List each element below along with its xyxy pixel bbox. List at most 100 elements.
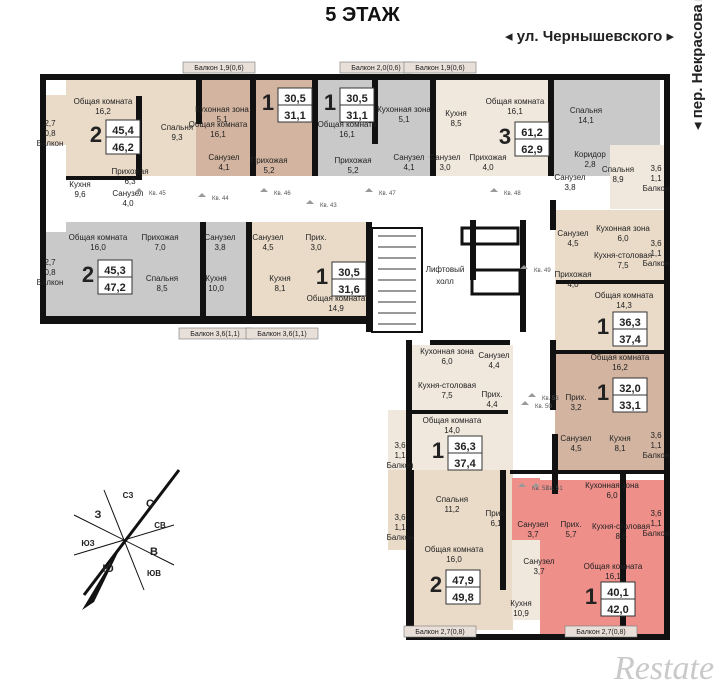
room-name: Кухня [269,274,290,283]
arrow-left-icon: ◂ [505,28,517,45]
flat-number: Кв. 51 [546,486,563,492]
room-name: Кухня [609,434,630,443]
room-name: Кухня [445,109,466,118]
room-area: 10,9 [513,609,529,618]
apartment-rooms: 3 [499,124,511,149]
balcony: Балкон 1,9(0,6) [182,61,256,74]
balcony-area: 2,7 [44,119,56,128]
wall [470,220,476,280]
flat-marker: Кв. 47 [365,188,396,197]
balcony-area: 3,6 [650,239,662,248]
wall [556,280,666,284]
balcony-frame [403,61,477,74]
room-name: Санузел [208,153,239,162]
apartment-rooms: 2 [82,262,94,287]
room: Прих.3,0 [306,233,327,252]
room-area: 8,9 [612,175,624,184]
flat-number: Кв. 48 [504,191,521,197]
balcony-label: Балкон 2,7(0,8) [576,629,626,636]
wall [620,470,626,640]
compass-label: Ю [102,563,113,575]
apartment-rooms: 1 [585,584,597,609]
flat-marker: Кв. 46 [260,188,291,197]
flat-arrow-icon [365,188,373,192]
flat-arrow-icon [518,483,526,487]
balcony-area: 3,6 [650,164,662,173]
apartment-area-living: 45,4 [112,125,134,137]
wall [548,74,554,176]
flat-marker: Кв. 51 [532,483,563,492]
room-area: 6,0 [441,357,453,366]
flat-arrow-icon [520,265,528,269]
room-area: 4,4 [486,400,498,409]
room-fill [610,145,670,209]
apartment-rooms: 2 [430,572,442,597]
wall [406,634,670,640]
apartment-area-living: 32,0 [619,383,640,395]
room-fill [140,76,196,176]
apartment-rooms: 1 [597,380,609,405]
room-fill [555,350,668,470]
room-name: Прихожая [334,156,371,165]
room-name: Кухонная зона [596,224,650,233]
room-name: Санузел [554,173,585,182]
balcony-label: Балкон [387,533,414,542]
flat-number: Кв. 43 [320,203,337,209]
wall [552,434,558,494]
room-area: 4,0 [567,280,579,289]
apartment-area-living: 40,1 [607,587,628,599]
room-name: Кухонная зона [195,105,249,114]
room-name: Прих. [566,393,587,402]
apartment-area-total: 37,4 [454,458,476,470]
room-name: Прих. [561,520,582,529]
room-area: 5,7 [565,530,577,539]
apartment-rooms: 1 [432,438,444,463]
room-name: Общая комната [425,545,484,554]
room-name: Санузел [517,520,548,529]
room-name: Кухня [510,599,531,608]
room-name: Санузел [429,153,460,162]
room-area: 3,2 [570,403,582,412]
wall [40,316,370,324]
lift-hall-label: холл [436,277,454,286]
compass-needle [82,469,181,596]
balcony-label: Балкон 2,0(0,6) [351,65,401,72]
room-area: 14,0 [444,426,460,435]
room-area: 3,8 [564,183,576,192]
wall [408,470,414,634]
wall [408,410,508,414]
room-name: Санузел [112,189,143,198]
wall [40,74,46,322]
room-name: Санузел [560,434,591,443]
balcony-label: Балкон [643,259,670,268]
arrow-right-icon: ▸ [662,28,675,45]
floor-title: 5 ЭТАЖ [325,4,400,26]
room-fill [196,76,252,176]
watermark-logo: Restate [614,650,715,687]
wall [312,74,318,176]
room-name: Прих. [306,233,327,242]
apartment-area-living: 30,5 [284,93,305,105]
room-area: 16,2 [95,107,111,116]
room: Прих.3,2 [566,393,587,412]
room: Прих.5,7 [561,520,582,539]
balcony-area: 0,8 [44,268,56,277]
room-name: Кухня-столовая [592,522,650,531]
apartment-area-total: 31,1 [346,110,367,122]
